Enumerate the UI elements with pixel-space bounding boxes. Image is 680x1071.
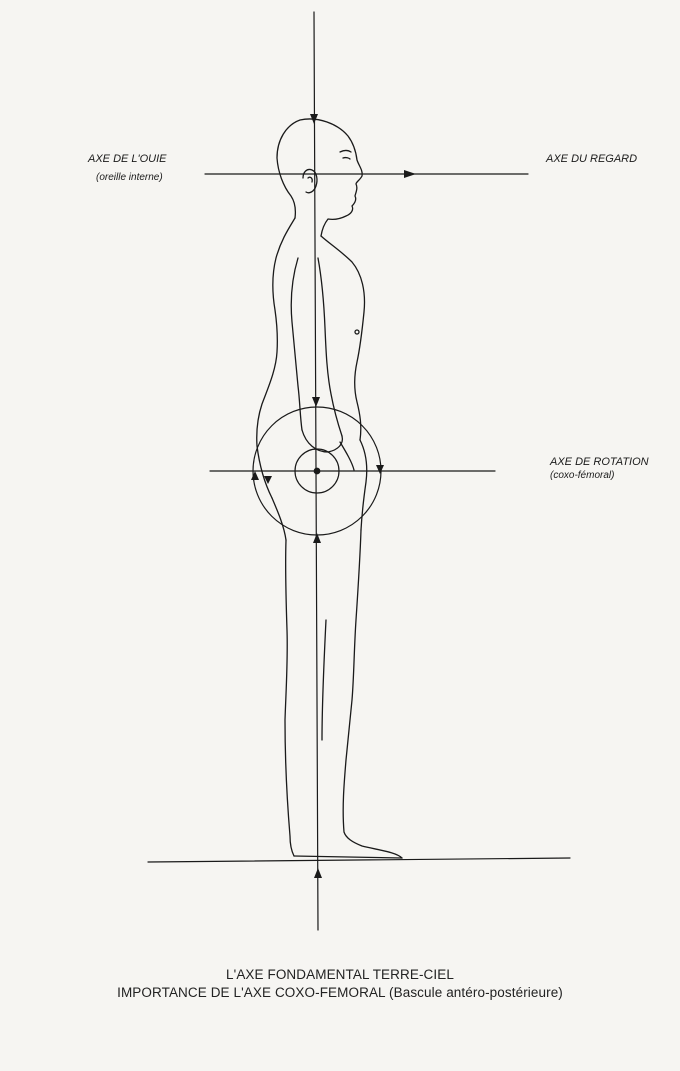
rotation-axis-label: AXE DE ROTATION (coxo-fémoral) (550, 456, 649, 482)
rotation-axis-title: AXE DE ROTATION (550, 456, 649, 469)
mid-down-arrowhead (312, 397, 320, 407)
ear-axis-sublabel: (oreille interne) (96, 171, 163, 184)
ground-line (148, 858, 570, 862)
circle-left-arrowhead (251, 471, 259, 480)
ear-axis-subtitle: (oreille interne) (96, 171, 163, 184)
ear-axis-label: AXE DE L'OUIE (88, 153, 167, 166)
caption-line-1: L'AXE FONDAMENTAL TERRE-CIEL (0, 966, 680, 983)
ground-up-arrowhead (314, 868, 322, 878)
ear-axis-title: AXE DE L'OUIE (88, 153, 167, 166)
circle-right-arrowhead (376, 465, 384, 474)
gaze-axis-title: AXE DU REGARD (546, 153, 637, 166)
gaze-arrowhead (404, 170, 416, 178)
gaze-axis-label: AXE DU REGARD (546, 153, 637, 166)
rotation-center-dot (314, 468, 320, 474)
rotation-axis-subtitle: (coxo-fémoral) (550, 469, 649, 482)
caption-line-2: IMPORTANCE DE L'AXE COXO-FEMORAL (Bascul… (0, 984, 680, 1001)
